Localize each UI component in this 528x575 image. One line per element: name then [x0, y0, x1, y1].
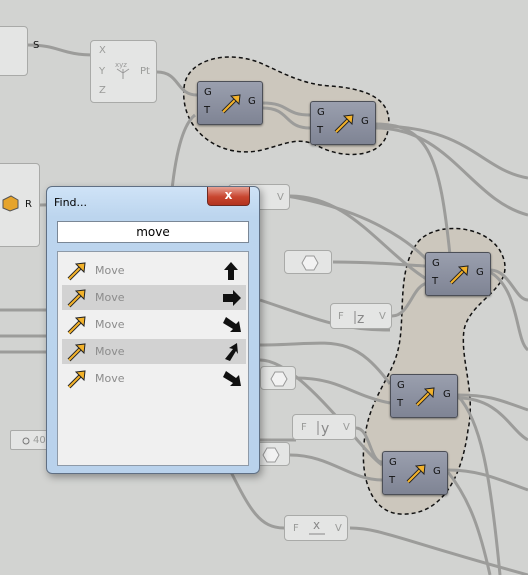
arrow-down-right-icon — [223, 317, 241, 332]
move-icon — [67, 262, 86, 281]
arrow-down-right-icon — [223, 371, 241, 386]
move-input-g: G — [397, 380, 405, 391]
move-input-t: T — [317, 125, 324, 136]
arrow-right-icon — [223, 290, 241, 306]
geometry-param-1[interactable] — [284, 250, 332, 274]
unit-z-output: V — [379, 311, 386, 322]
pt-output-label: Pt — [140, 66, 150, 77]
move-input-g: G — [204, 87, 212, 98]
svg-text:xyz: xyz — [115, 61, 127, 69]
move-icon — [67, 343, 86, 362]
unit-x-input: F — [293, 523, 299, 534]
unit-y-output: V — [343, 422, 350, 433]
group-blob-right[interactable] — [362, 227, 506, 515]
result-label: Move — [95, 345, 125, 358]
geometry-hex-icon — [270, 371, 288, 387]
vector-unit-x-component[interactable]: F x V — [284, 515, 348, 541]
move-input-t: T — [397, 398, 404, 409]
vector-unit-z-component[interactable]: F z V — [330, 303, 392, 329]
unit-z-icon: z — [354, 311, 364, 327]
move-component-4[interactable]: G T G — [390, 374, 458, 418]
result-label: Move — [95, 291, 125, 304]
xyz-point-icon: xyz — [115, 61, 130, 79]
vector-unit-y-component[interactable]: F y V — [292, 414, 356, 440]
move-component-5[interactable]: G T G — [382, 451, 448, 495]
move-icon — [449, 265, 469, 285]
slider-value: 40 — [33, 435, 46, 446]
result-label: Move — [95, 264, 125, 277]
move-icon — [67, 289, 86, 308]
unit-y-icon: y — [317, 421, 329, 437]
result-item[interactable]: Move — [62, 339, 246, 364]
move-input-g: G — [389, 457, 397, 468]
move-icon — [406, 464, 426, 484]
find-dialog-title: Find... — [54, 196, 88, 209]
arrow-up-right-icon — [225, 343, 238, 361]
result-item[interactable]: Move — [62, 285, 246, 310]
move-output-g: G — [443, 389, 451, 400]
unit-x-icon: x — [309, 518, 325, 535]
move-input-t: T — [432, 276, 439, 287]
move-output-g: G — [361, 116, 369, 127]
move-icon — [67, 370, 86, 389]
pt-input-z: Z — [99, 85, 106, 96]
svg-text:y: y — [321, 421, 329, 437]
move-input-t: T — [389, 475, 396, 486]
search-input[interactable]: move — [57, 221, 249, 243]
move-icon — [221, 94, 241, 114]
result-item[interactable]: Move — [62, 312, 246, 337]
result-item[interactable]: Move — [62, 258, 246, 283]
pt-input-y: Y — [99, 66, 106, 77]
s-output-label: S — [33, 40, 40, 51]
close-button[interactable]: x — [207, 187, 250, 206]
svg-text:z: z — [357, 311, 364, 327]
move-component-1[interactable]: G T G — [197, 81, 263, 125]
result-label: Move — [95, 372, 125, 385]
move-icon — [67, 316, 86, 335]
arrow-up-icon — [224, 262, 238, 280]
move-icon — [334, 114, 354, 134]
move-component-2[interactable]: G T G — [310, 101, 376, 145]
vec-z-output: V — [277, 192, 284, 203]
result-label: Move — [95, 318, 125, 331]
move-input-t: T — [204, 105, 211, 116]
construct-point-component[interactable]: X Y Z xyz Pt — [90, 40, 157, 103]
move-output-g: G — [433, 466, 441, 477]
find-dialog[interactable]: Find... x move Move Move — [46, 186, 260, 474]
move-input-g: G — [432, 258, 440, 269]
move-output-g: G — [476, 267, 484, 278]
pt-input-x: X — [99, 45, 106, 56]
svg-text:x: x — [313, 518, 320, 532]
move-component-3[interactable]: G T G — [425, 252, 491, 296]
move-input-g: G — [317, 107, 325, 118]
r-output-label: R — [25, 199, 32, 210]
box-icon — [2, 195, 19, 212]
s-component[interactable]: S — [0, 26, 39, 76]
move-icon — [415, 387, 435, 407]
results-list[interactable]: Move Move Move — [57, 251, 249, 466]
move-output-g: G — [248, 96, 256, 107]
unit-x-output: V — [335, 523, 342, 534]
r-component[interactable]: R — [0, 163, 40, 247]
geometry-hex-icon — [262, 447, 280, 463]
unit-y-input: F — [301, 422, 307, 433]
unit-z-input: F — [338, 311, 344, 322]
result-item[interactable]: Move — [62, 366, 246, 391]
slider-knob-icon — [22, 437, 30, 445]
geometry-hex-icon — [301, 255, 319, 271]
geometry-param-2[interactable] — [260, 366, 296, 390]
